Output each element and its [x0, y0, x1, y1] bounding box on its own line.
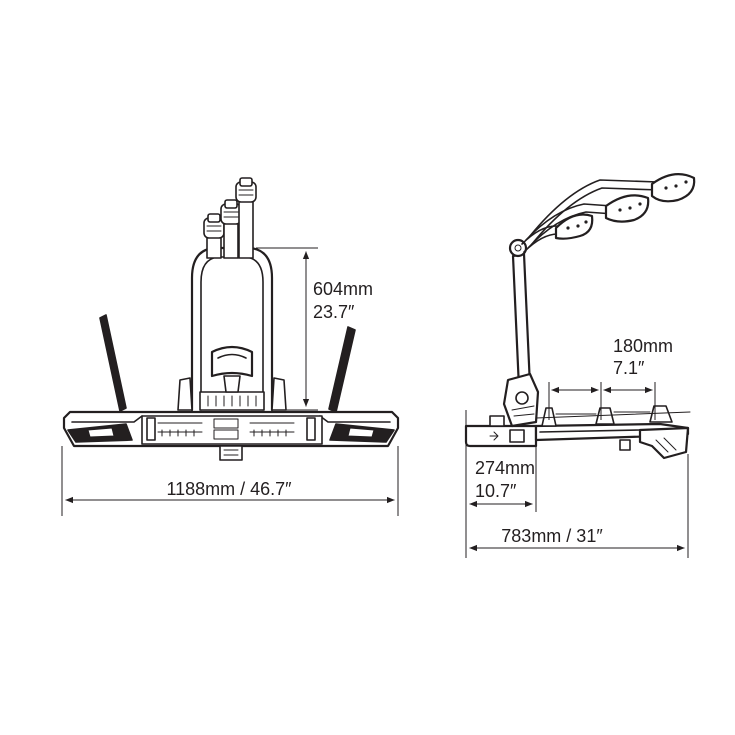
side-spacing-dimension — [548, 382, 656, 420]
side-depth-mm-label: 274mm — [475, 458, 535, 478]
right-strap — [328, 326, 356, 413]
side-length-dimension — [469, 454, 689, 558]
left-strap — [99, 314, 127, 412]
side-depth-dimension — [465, 410, 537, 558]
front-height-in-label: 23.7″ — [313, 302, 355, 322]
front-width-label: 1188mm / 46.7″ — [166, 479, 292, 499]
front-view-drawing — [62, 177, 400, 461]
wheel-cradles — [535, 405, 691, 427]
base-platform — [62, 410, 400, 461]
front-height-mm-label: 604mm — [313, 279, 373, 299]
side-depth-in-label: 10.7″ — [475, 481, 517, 501]
side-spacing-mm-label: 180mm — [613, 336, 673, 356]
bike-arms-side — [521, 173, 696, 253]
side-upright — [502, 238, 540, 428]
side-length-label: 783mm / 31″ — [501, 526, 603, 546]
upright-frame — [177, 246, 287, 412]
side-view-drawing — [464, 173, 696, 460]
front-width-dimension — [61, 446, 399, 516]
front-height-dimension — [256, 247, 318, 411]
side-base — [464, 415, 690, 460]
side-spacing-in-label: 7.1″ — [613, 358, 645, 378]
bike-arms-front — [203, 177, 257, 259]
